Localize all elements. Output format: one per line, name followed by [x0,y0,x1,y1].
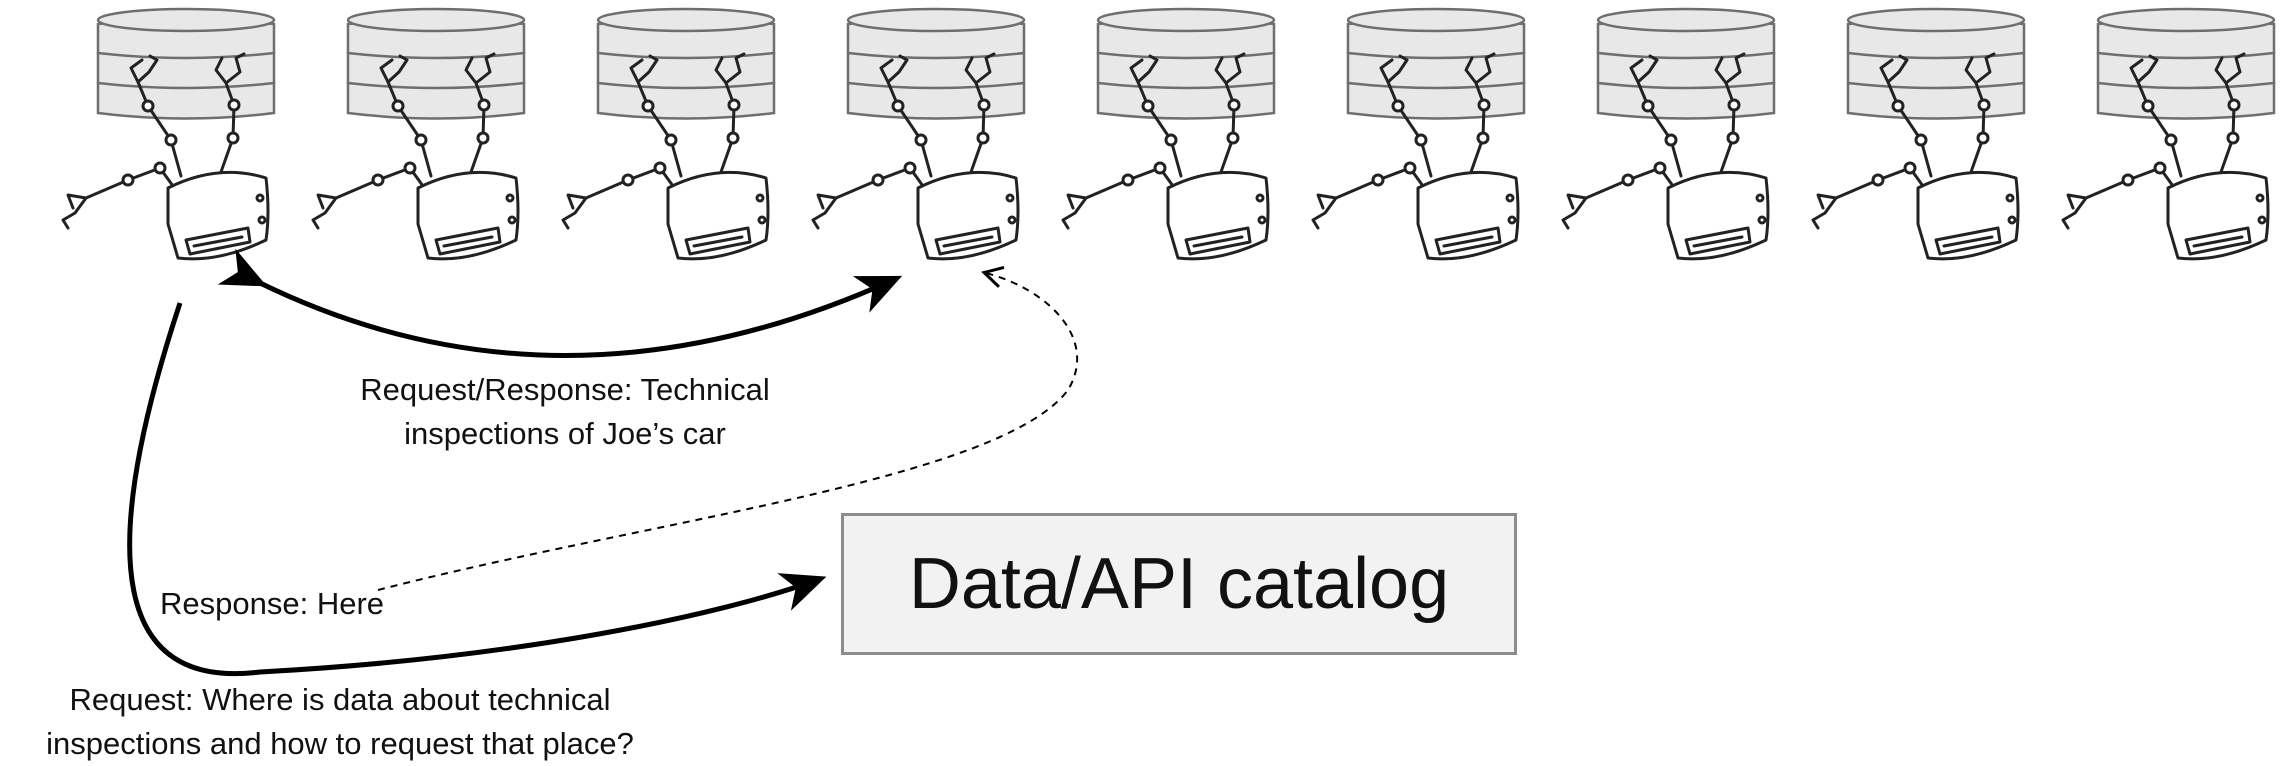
database-robot-icon [311,7,526,261]
database-robot-icon [1061,7,1276,261]
database-robot-icon [2061,7,2276,261]
database-robot-icon [1311,7,1526,261]
response-dashed-arrow [377,265,1079,591]
request-label-line2: inspections and how to request that plac… [46,726,634,761]
request-response-label: Request/Response: Technical inspections … [335,368,795,456]
request-response-label-line2: inspections of Joe’s car [404,416,726,451]
database-robot-icon [561,7,776,261]
catalog-label: Data/API catalog [908,544,1450,624]
request-response-label-line1: Request/Response: Technical [360,372,770,407]
request-arrow [127,302,827,676]
database-robot-icon [811,7,1026,261]
database-robot-icon [1811,7,2026,261]
database-robot-icon [61,7,276,261]
request-label-line1: Request: Where is data about technical [69,682,611,717]
response-here-label: Response: Here [160,586,385,621]
request-response-arrow [217,248,903,358]
request-label: Request: Where is data about technical i… [0,678,680,766]
database-robot-icon [1561,7,1776,261]
data-api-catalog-box: Data/API catalog [841,513,1517,655]
